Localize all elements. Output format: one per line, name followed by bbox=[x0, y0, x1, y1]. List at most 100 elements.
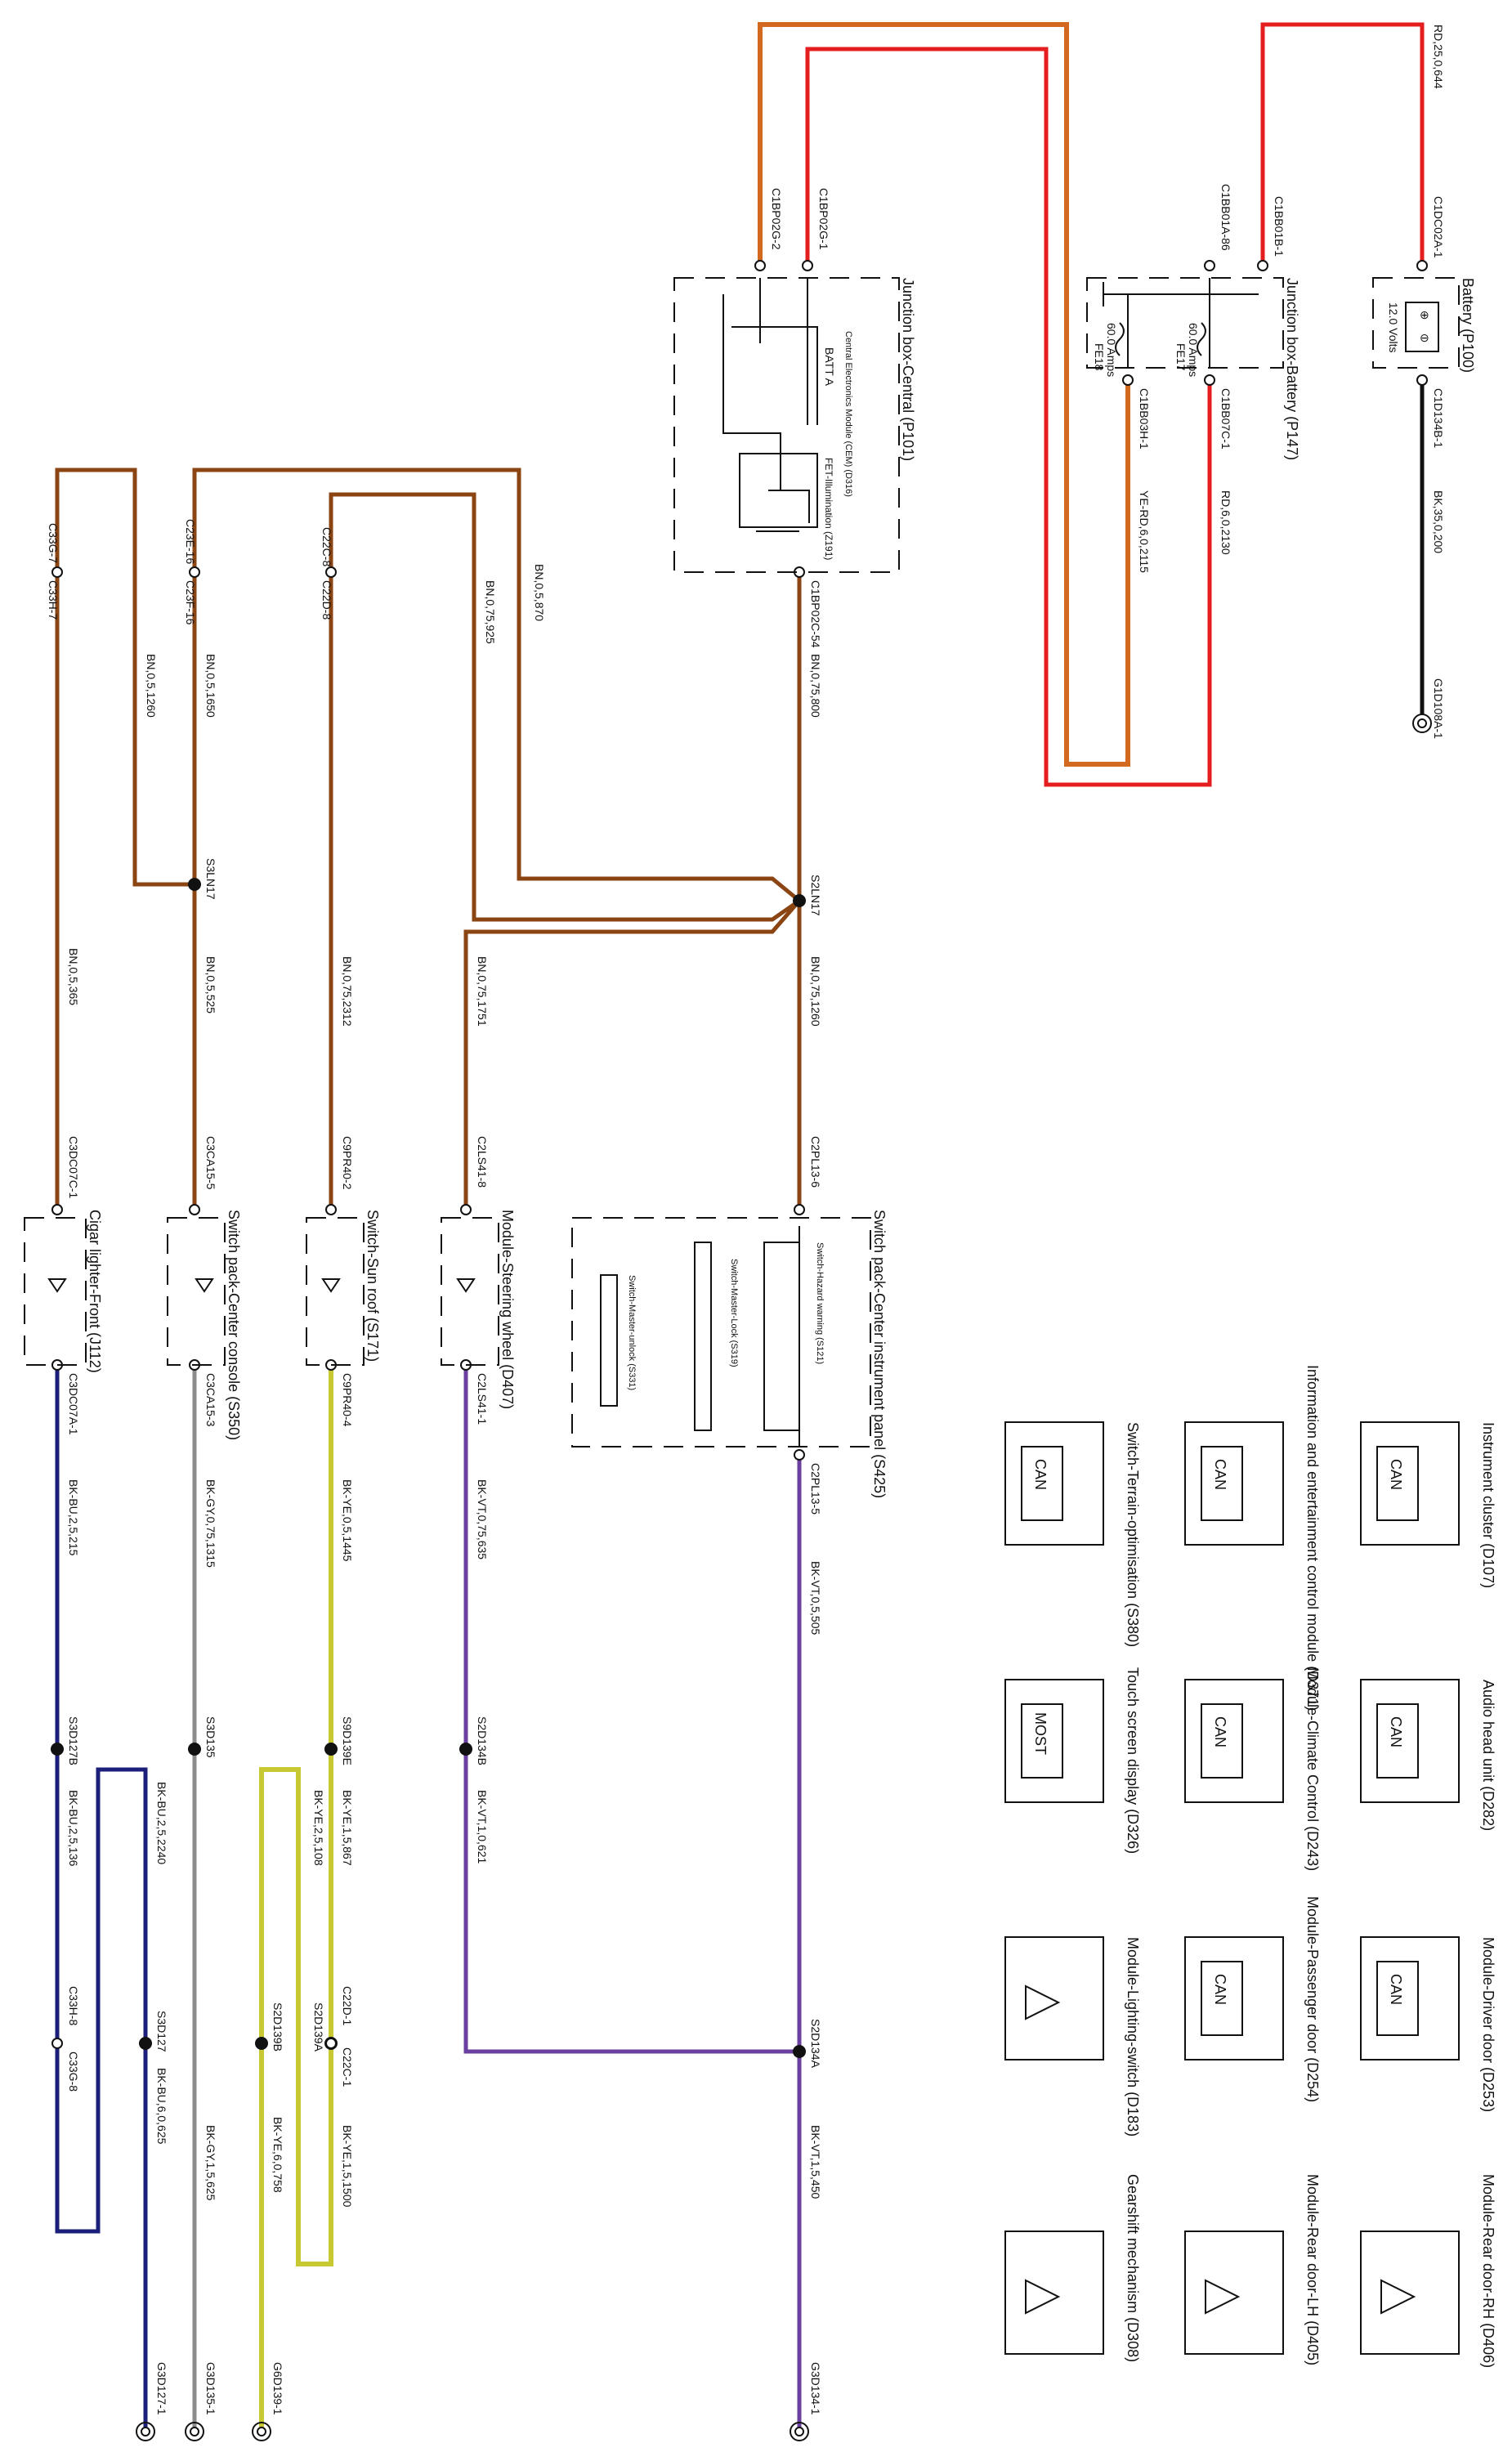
mod-title-11: Gearshift mechanism (D308) bbox=[1125, 2174, 1141, 2362]
mod-title-8: Switch-Terrain-optimisation (S380) bbox=[1125, 1422, 1141, 1647]
fet-label: FET-Illumination (Z191) bbox=[823, 458, 834, 560]
conn-label: C23F-16 bbox=[184, 580, 197, 625]
mod-title-3: Module-Rear door-RH (D406) bbox=[1480, 2174, 1496, 2368]
wire-label: BN,0,75,800 bbox=[809, 654, 822, 718]
conn-label: C2PL13-5 bbox=[809, 1463, 822, 1515]
conn-label: C23E-16 bbox=[184, 519, 197, 564]
cigar-title: Cigar lighter-Front (J112) bbox=[87, 1210, 103, 1373]
cem-icon bbox=[722, 278, 818, 532]
wire-label: BK-BU,2,5,215 bbox=[67, 1479, 80, 1556]
mod-title-4: Information and entertainment control mo… bbox=[1304, 1365, 1321, 1711]
wire-label: BK-YE,1,5,867 bbox=[341, 1790, 354, 1866]
wire-yerd6 bbox=[758, 22, 1130, 767]
conn-label: C1D134B-1 bbox=[1432, 388, 1445, 448]
battery-plus: ⊕ bbox=[1420, 308, 1429, 321]
wire-label: BK-VT,0,75,635 bbox=[476, 1479, 489, 1559]
wire-label: BK-BU,2,5,136 bbox=[67, 1790, 80, 1867]
conn-label: S3D127 bbox=[155, 2011, 168, 2052]
wire-bn5-870 bbox=[192, 468, 801, 902]
conn-label: S3D127B bbox=[67, 1716, 80, 1765]
conn-label: C1BP02C-54 bbox=[809, 580, 822, 648]
splice-s2d139b bbox=[255, 2037, 268, 2050]
conn-label: S3D135 bbox=[204, 1716, 217, 1758]
console-title: Switch pack-Center console (S350) bbox=[226, 1210, 242, 1440]
conn-label: G3D127-1 bbox=[155, 2362, 168, 2415]
wire-label: BN,0,5,870 bbox=[533, 564, 546, 621]
mod-type-6: CAN bbox=[1212, 1974, 1228, 2005]
mod-title-2: Module-Driver door (D253) bbox=[1480, 1937, 1496, 2112]
wire-label: BN,0,5,525 bbox=[204, 956, 217, 1013]
mod-title-10: Module-Lighting-switch (D183) bbox=[1125, 1937, 1141, 2137]
can-icon bbox=[1021, 1446, 1419, 2036]
wire-label: BK-YE,6,0,758 bbox=[271, 2117, 284, 2193]
steering-title: Module-Steering wheel (D407) bbox=[499, 1210, 516, 1409]
wire-bn75-1751 bbox=[463, 899, 801, 1210]
conn-label: C22C-1 bbox=[341, 2047, 354, 2087]
triangle-icon bbox=[1025, 1984, 1416, 2315]
console-box bbox=[167, 1217, 226, 1366]
splice-s3d127b bbox=[51, 1743, 64, 1756]
fuse2-name: FE18 bbox=[1093, 343, 1106, 371]
wire-label: BN,0,5,1650 bbox=[204, 654, 217, 718]
wire-label: RD,6,0,2130 bbox=[1219, 490, 1232, 555]
conn-label: C22D-1 bbox=[341, 1986, 354, 2025]
splice-s9d139e bbox=[324, 1743, 338, 1756]
sw-center-box bbox=[571, 1217, 871, 1447]
wire-label: BK-BU,6,0,625 bbox=[155, 2068, 168, 2145]
conn-label: G3D134-1 bbox=[809, 2362, 822, 2415]
jb-battery-title: Junction box-Battery (P147) bbox=[1284, 278, 1300, 460]
wire-label: BK-GY,0,75,1315 bbox=[204, 1479, 217, 1568]
mod-type-9: MOST bbox=[1032, 1712, 1049, 1755]
conn-label: C9PR40-4 bbox=[341, 1373, 354, 1427]
wire-bn5-1260 bbox=[55, 468, 195, 887]
wire-label: BK-VT,1,5,450 bbox=[809, 2125, 822, 2199]
fuse2-rating: 60.0 Amps bbox=[1105, 323, 1118, 377]
conn-label: C1BB03H-1 bbox=[1138, 388, 1151, 450]
wire-rd6 bbox=[805, 47, 1212, 787]
conn-label: C1DC02A-1 bbox=[1432, 196, 1445, 258]
battery-title: Battery (P100) bbox=[1460, 278, 1476, 373]
fuse-icon bbox=[1103, 278, 1259, 368]
conn-label: C1BP02G-1 bbox=[817, 188, 830, 250]
wire-label: YE-RD,6,0,2115 bbox=[1138, 490, 1151, 573]
wire-label: BN,0,75,1751 bbox=[476, 956, 489, 1027]
conn-label: S2LN17 bbox=[809, 875, 822, 916]
steering-box bbox=[441, 1217, 499, 1366]
ground-icon bbox=[136, 714, 1432, 2441]
splice-s3d135 bbox=[188, 1743, 201, 1756]
jb-central-title: Junction box-Central (P101) bbox=[900, 278, 916, 461]
splice-s3d127 bbox=[139, 2037, 152, 2050]
conn-label: C22D-8 bbox=[320, 580, 333, 620]
wire-label: BN,0,5,1260 bbox=[145, 654, 158, 718]
wire-label: BK-YE,1,5,1500 bbox=[341, 2125, 354, 2208]
jb-central-box bbox=[673, 277, 900, 573]
conn-label: C1BP02G-2 bbox=[770, 188, 783, 250]
wire-bn75-925 bbox=[329, 492, 801, 922]
conn-label: C9PR40-2 bbox=[341, 1136, 354, 1190]
switch-bulbs bbox=[600, 1226, 800, 1447]
sunroof-title: Switch-Sun roof (S171) bbox=[365, 1210, 381, 1362]
wire-label: RD,25,0,644 bbox=[1432, 25, 1445, 89]
module-boxes bbox=[1004, 1421, 1460, 2355]
fuse1-rating: 60.0 Amps bbox=[1187, 323, 1200, 377]
mod-type-0: CAN bbox=[1388, 1459, 1404, 1490]
wire-rd25 bbox=[1260, 22, 1425, 262]
conn-label: S9D139E bbox=[341, 1716, 354, 1765]
conn-label: C2PL13-6 bbox=[809, 1136, 822, 1188]
conn-label: C33H-8 bbox=[67, 1986, 80, 2025]
conn-label: C33H-7 bbox=[47, 580, 60, 620]
mod-type-8: CAN bbox=[1032, 1459, 1049, 1490]
wire-label: BK-YE,0,5,1445 bbox=[341, 1479, 354, 1562]
fuse-fe17 bbox=[1197, 322, 1206, 356]
wire-label: BK-GY,1,5,625 bbox=[204, 2125, 217, 2201]
mod-title-5: Module-Climate Control (D243) bbox=[1304, 1667, 1321, 1871]
wire-label: BN,0,5,365 bbox=[67, 948, 80, 1005]
wire-label: BK-VT,0,5,505 bbox=[809, 1561, 822, 1635]
wire-label: BK-YE,2,5,108 bbox=[312, 1790, 325, 1866]
mod-type-2: CAN bbox=[1388, 1974, 1404, 2005]
wire-label: BN,0,75,925 bbox=[484, 580, 497, 644]
battery-minus: ⊖ bbox=[1420, 331, 1429, 344]
battery-box bbox=[1372, 277, 1460, 369]
splice-s2d134b bbox=[459, 1743, 472, 1756]
conn-label: C1BB01B-1 bbox=[1273, 196, 1286, 257]
